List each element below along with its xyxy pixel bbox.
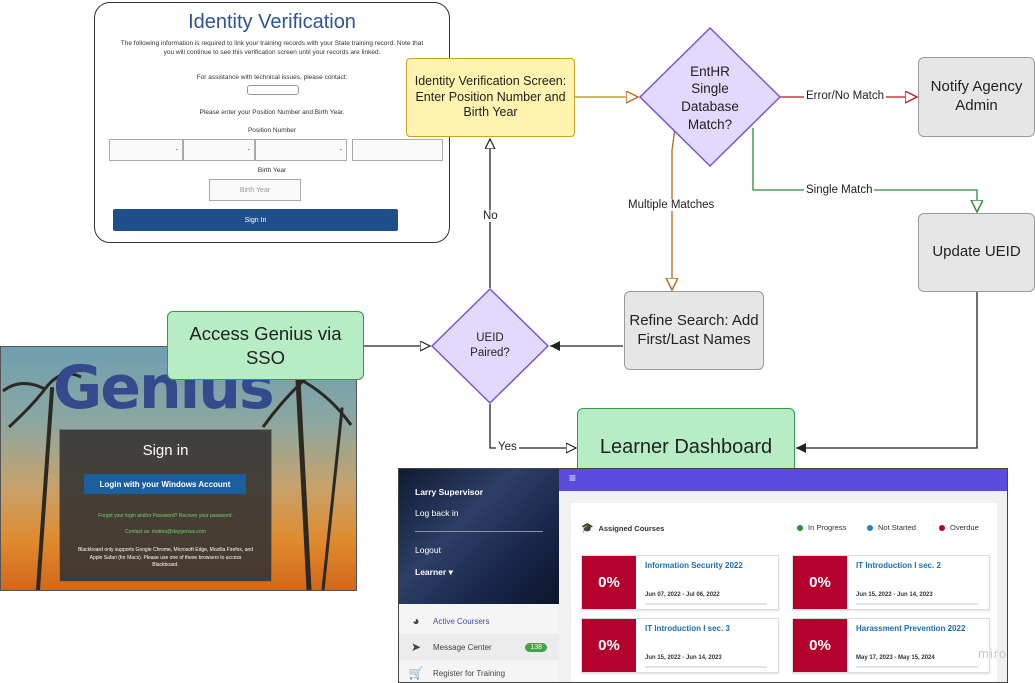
course-dates: Jun 07, 2022 - Jul 06, 2022 — [645, 592, 720, 598]
logout-link[interactable]: Logout — [415, 545, 441, 555]
learner-menu-label: Learner — [415, 567, 447, 577]
legend-overdue: Overdue — [939, 523, 979, 532]
ueid-diamond-shape — [430, 287, 550, 405]
position-field-4[interactable] — [352, 139, 443, 161]
send-icon: ➤ — [410, 640, 422, 654]
sidebar-divider — [415, 531, 543, 532]
course-dates: Jun 15, 2022 - Jun 14, 2023 — [645, 655, 722, 661]
menu-item-register[interactable]: 🛒 Register for Training — [399, 660, 559, 682]
contact-link[interactable]: Contact us: matteo@daygenius.com — [125, 529, 206, 535]
enthr-diamond-shape — [638, 26, 782, 168]
course-name[interactable]: Information Security 2022 — [645, 561, 743, 570]
cart-icon: 🛒 — [408, 666, 424, 680]
dashboard-topbar: ≡ — [559, 469, 1007, 491]
legend-in-progress: In Progress — [797, 523, 846, 532]
enthr-match-decision: EntHR Single Database Match? — [681, 63, 739, 132]
position-number-label: Position Number — [247, 127, 297, 134]
ueid-paired-decision: UEID Paired? — [470, 332, 510, 359]
edge-ueid-to-dashboard — [489, 404, 576, 448]
assigned-courses-card: 🎓 Assigned Courses In Progress Not Start… — [571, 503, 997, 682]
legend-label: In Progress — [808, 523, 847, 532]
menu-item-label: Active Coursers — [433, 616, 490, 626]
edge-enthr-to-update — [752, 128, 977, 212]
identity-screen-node: Identity Verification Screen: Enter Posi… — [406, 58, 575, 137]
edge-label-single: Single Match — [804, 184, 875, 196]
menu-item-label: Message Center — [433, 642, 492, 652]
course-card[interactable]: 0% IT Introduction I sec. 2 Jun 15, 2022… — [792, 555, 990, 610]
course-progress-bar — [856, 666, 978, 668]
course-progress: 0% — [582, 556, 636, 609]
edge-label-error: Error/No Match — [804, 90, 886, 102]
browser-note: Blackboard only supports Google Chrome, … — [77, 547, 254, 568]
edge-label-yes: Yes — [496, 441, 519, 453]
genius-login-panel: Genius Sign in Login with your Windows A… — [0, 346, 357, 591]
sign-in-card: Sign in Login with your Windows Account … — [59, 429, 272, 582]
course-name[interactable]: IT Introduction I sec. 2 — [856, 561, 941, 570]
graduation-cap-icon: 🎓 — [581, 523, 594, 534]
user-name: Larry Supervisor — [415, 487, 484, 497]
dashboard-menu: ◕ Active Coursers ➤ Message Center 138 🛒… — [399, 604, 559, 682]
identity-verification-panel: Identity Verification The following info… — [94, 2, 450, 243]
course-dates: May 17, 2023 - May 15, 2024 — [856, 655, 935, 661]
windows-login-button[interactable]: Login with your Windows Account — [84, 474, 246, 494]
identity-assist: For assistance with technical issues, pl… — [196, 74, 348, 81]
assigned-courses-heading: 🎓 Assigned Courses — [581, 523, 664, 534]
position-field-3[interactable]: - — [255, 139, 347, 161]
contact-field — [247, 85, 299, 95]
notify-agency-admin-node: Notify Agency Admin — [918, 57, 1035, 137]
course-dates: Jun 15, 2022 - Jun 14, 2023 — [856, 592, 933, 598]
birth-year-label: Birth Year — [257, 167, 287, 174]
log-back-in-link[interactable]: Log back in — [415, 508, 459, 518]
course-progress-bar — [856, 603, 978, 605]
course-card[interactable]: 0% Information Security 2022 Jun 07, 202… — [581, 555, 779, 610]
menu-item-message-center[interactable]: ➤ Message Center 138 — [399, 634, 559, 660]
edge-update-to-dashboard — [796, 292, 978, 453]
edge-label-no: No — [481, 210, 500, 222]
legend-label: Not Started — [878, 523, 916, 532]
learner-menu[interactable]: Learner ▾ — [415, 567, 453, 578]
message-count-badge: 138 — [525, 642, 547, 652]
edge-enthr-to-refine — [672, 127, 675, 290]
course-card[interactable]: 0% IT Introduction I sec. 3 Jun 15, 2022… — [581, 618, 779, 673]
miro-watermark: miro — [978, 646, 1008, 661]
course-card[interactable]: 0% Harassment Prevention 2022 May 17, 20… — [792, 618, 990, 673]
position-field-2[interactable]: - — [183, 139, 255, 161]
update-ueid-node: Update UEID — [918, 213, 1035, 292]
course-progress: 0% — [793, 619, 847, 672]
course-progress: 0% — [793, 556, 847, 609]
forgot-password-link[interactable]: Forgot your login and/or Password? Recov… — [98, 513, 233, 519]
legend-not-started: Not Started — [867, 523, 916, 532]
menu-item-label: Register for Training — [433, 668, 506, 678]
course-name[interactable]: IT Introduction I sec. 3 — [645, 624, 730, 633]
identity-prompt: Please enter your Position Number and Bi… — [199, 109, 345, 116]
dashboard-screenshot: Larry Supervisor Log back in Logout Lear… — [398, 468, 1008, 683]
dashboard-sidebar: Larry Supervisor Log back in Logout Lear… — [399, 469, 559, 604]
access-sso-node: Access Genius via SSO — [167, 311, 364, 380]
identity-sign-in-button[interactable]: Sign In — [113, 209, 398, 231]
course-progress-bar — [645, 666, 767, 668]
course-progress: 0% — [582, 619, 636, 672]
hamburger-icon[interactable]: ≡ — [569, 471, 577, 485]
birth-year-field[interactable]: Birth Year — [209, 179, 301, 201]
menu-item-active-courses[interactable]: ◕ Active Coursers — [399, 608, 559, 634]
edge-label-multiple: Multiple Matches — [626, 199, 717, 211]
identity-title: Identity Verification — [188, 11, 356, 33]
pie-chart-icon: ◕ — [412, 614, 420, 628]
caret-down-icon: ▾ — [448, 567, 453, 577]
sign-in-heading: Sign in — [142, 442, 189, 459]
legend-label: Overdue — [950, 523, 979, 532]
assigned-courses-label: Assigned Courses — [598, 524, 665, 533]
course-progress-bar — [645, 603, 767, 605]
refine-search-node: Refine Search: Add First/Last Names — [624, 291, 764, 370]
course-name[interactable]: Harassment Prevention 2022 — [856, 624, 966, 633]
identity-intro: The following information is required to… — [120, 40, 424, 57]
position-field-1[interactable]: - — [109, 139, 183, 161]
